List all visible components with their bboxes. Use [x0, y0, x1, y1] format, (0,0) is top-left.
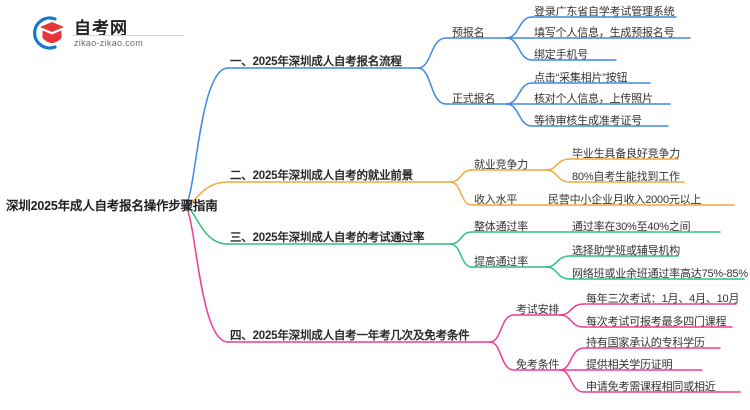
leaf-node[interactable]: 每次考试可报考最多四门课程 [586, 316, 727, 328]
leaf-node[interactable]: 选择助学班或辅导机构 [572, 245, 680, 257]
leaf-node[interactable]: 民营中小企业月收入2000元以上 [548, 194, 702, 206]
branch-node-3[interactable]: 三、2025年深圳成人自考的考试通过率 [230, 232, 425, 244]
leaf-node[interactable]: 等待审核生成准考证号 [534, 115, 642, 127]
site-logo: 自考网 zikao-zikao.com [28, 12, 188, 54]
leaf-node[interactable]: 核对个人信息，上传照片 [534, 93, 653, 105]
leaf-node[interactable]: 持有国家承认的专科学历 [586, 337, 705, 349]
subnode-2-2[interactable]: 收入水平 [474, 194, 518, 206]
subnode-4-2[interactable]: 免考条件 [516, 359, 560, 371]
logo-brand-name: 自考网 [74, 19, 128, 38]
subnode-2-1[interactable]: 就业竞争力 [474, 159, 528, 171]
branch-node-4[interactable]: 四、2025年深圳成人自考一年考几次及免考条件 [230, 330, 470, 342]
leaf-node[interactable]: 绑定手机号 [534, 49, 588, 61]
branch-node-2[interactable]: 二、2025年深圳成人自考的就业前景 [230, 170, 413, 182]
leaf-node[interactable]: 提供相关学历证明 [586, 359, 673, 371]
logo-divider [72, 35, 184, 36]
subnode-3-1[interactable]: 整体通过率 [474, 221, 528, 233]
leaf-node[interactable]: 80%自考生能找到工作 [572, 171, 680, 183]
leaf-node[interactable]: 申请免考需课程相同或相近 [586, 381, 716, 393]
leaf-node[interactable]: 网络班或业余班通过率高达75%-85% [572, 268, 748, 280]
branch-node-1[interactable]: 一、2025年深圳成人自考报名流程 [230, 56, 402, 68]
subnode-1-2[interactable]: 正式报名 [452, 93, 496, 105]
subnode-4-1[interactable]: 考试安排 [516, 304, 560, 316]
leaf-node[interactable]: 每年三次考试：1月、4月、10月 [586, 293, 740, 305]
mindmap-root-node[interactable]: 深圳2025年成人自考报名操作步骤指南 [6, 199, 218, 213]
leaf-node[interactable]: 毕业生具备良好竞争力 [572, 148, 680, 160]
subnode-3-2[interactable]: 提高通过率 [474, 256, 528, 268]
leaf-node[interactable]: 通过率在30%至40%之间 [572, 221, 691, 233]
logo-url-text: zikao-zikao.com [74, 38, 144, 48]
leaf-node[interactable]: 点击“采集相片”按钮 [534, 72, 628, 84]
leaf-node[interactable]: 填写个人信息，生成预报名号 [534, 27, 675, 39]
subnode-1-1[interactable]: 预报名 [452, 27, 485, 39]
graduation-cap-circle-logo-icon [28, 14, 68, 52]
leaf-node[interactable]: 登录广东省自学考试管理系统 [534, 6, 675, 18]
